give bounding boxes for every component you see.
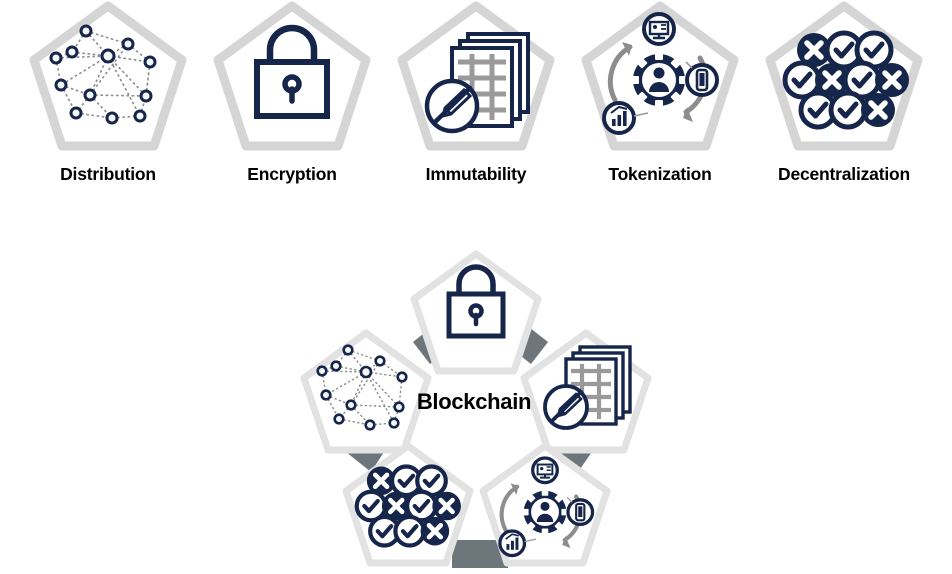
distribution-network-icon <box>49 24 157 125</box>
feature-label-distribution: Distribution <box>60 164 156 184</box>
decentralization-pentagon <box>764 0 924 151</box>
decentralization-grid-icon <box>782 30 909 130</box>
feature-decentralization[interactable]: Decentralization <box>758 0 930 230</box>
feature-label-tokenization: Tokenization <box>608 164 712 184</box>
user-token-chip <box>631 52 687 108</box>
badge-check <box>354 489 388 523</box>
immutability-documents-icon <box>424 32 530 134</box>
feature-label-immutability: Immutability <box>425 164 527 184</box>
mobile-device-icon <box>685 63 719 97</box>
monitor-icon <box>642 12 676 46</box>
cycle-node-distribution[interactable] <box>300 329 432 454</box>
mobile-device-icon <box>566 498 595 527</box>
feature-immutability[interactable]: Immutability <box>390 0 562 230</box>
distribution-pentagon <box>28 0 188 151</box>
cycle-node-tokenization[interactable] <box>479 442 611 567</box>
cycle-node-encryption[interactable] <box>410 250 542 375</box>
no-pencil-icon <box>543 384 589 430</box>
badge-x <box>432 491 461 521</box>
grid-row-2 <box>354 489 461 523</box>
monitor-icon <box>531 456 559 485</box>
badge-check <box>389 464 423 498</box>
grid-row-1 <box>797 30 894 70</box>
grid-row-1 <box>366 464 448 498</box>
padlock-icon <box>446 264 506 339</box>
badge-x <box>861 93 895 127</box>
badge-x <box>366 466 396 496</box>
badge-x <box>381 491 411 521</box>
feature-distribution[interactable]: Distribution <box>22 0 194 230</box>
grid-row-3 <box>798 90 895 130</box>
badge-check <box>393 514 427 548</box>
no-edit-documents-icon <box>543 345 632 430</box>
feature-tokenization[interactable]: Tokenization <box>574 0 746 230</box>
arrow-head-down <box>562 535 571 549</box>
tokenization-pentagon <box>580 0 740 151</box>
arrow-head-up <box>622 42 632 56</box>
token-cycle-icon <box>498 456 595 558</box>
blockchain-cycle: Blockchain <box>280 250 680 574</box>
immutability-pentagon <box>396 0 556 151</box>
feature-encryption[interactable]: Encryption <box>206 0 378 230</box>
encryption-pentagon <box>212 0 372 151</box>
grid-row-2 <box>782 60 909 100</box>
arrow-head-down <box>683 107 693 122</box>
user-token-chip <box>522 489 568 536</box>
bar-chart-icon <box>498 529 527 558</box>
badge-x <box>797 33 831 67</box>
badge-check <box>824 30 864 70</box>
badge-x <box>815 63 849 97</box>
encryption-padlock-icon <box>254 24 330 119</box>
badge-check <box>798 90 838 130</box>
feature-label-encryption: Encryption <box>247 164 337 184</box>
badge-x <box>875 63 909 97</box>
distribution-network-icon <box>316 344 408 431</box>
badge-x <box>420 516 450 546</box>
bar-chart-icon <box>602 101 636 135</box>
arrow-head-up <box>510 483 519 495</box>
check-x-grid-icon <box>354 464 461 548</box>
cycle-node-immutability[interactable] <box>520 329 652 454</box>
tokenization-token-icon <box>602 12 719 135</box>
badge-check <box>828 90 868 130</box>
feature-label-decentralization: Decentralization <box>778 164 910 184</box>
grid-row-3 <box>368 514 450 548</box>
no-pencil-icon <box>424 78 480 134</box>
pentagon-outline <box>29 1 187 151</box>
cycle-node-decentralization[interactable] <box>342 442 474 567</box>
connector-bottomleft-bottomright <box>452 540 508 568</box>
features-row: Distribution Encryption <box>0 0 952 230</box>
